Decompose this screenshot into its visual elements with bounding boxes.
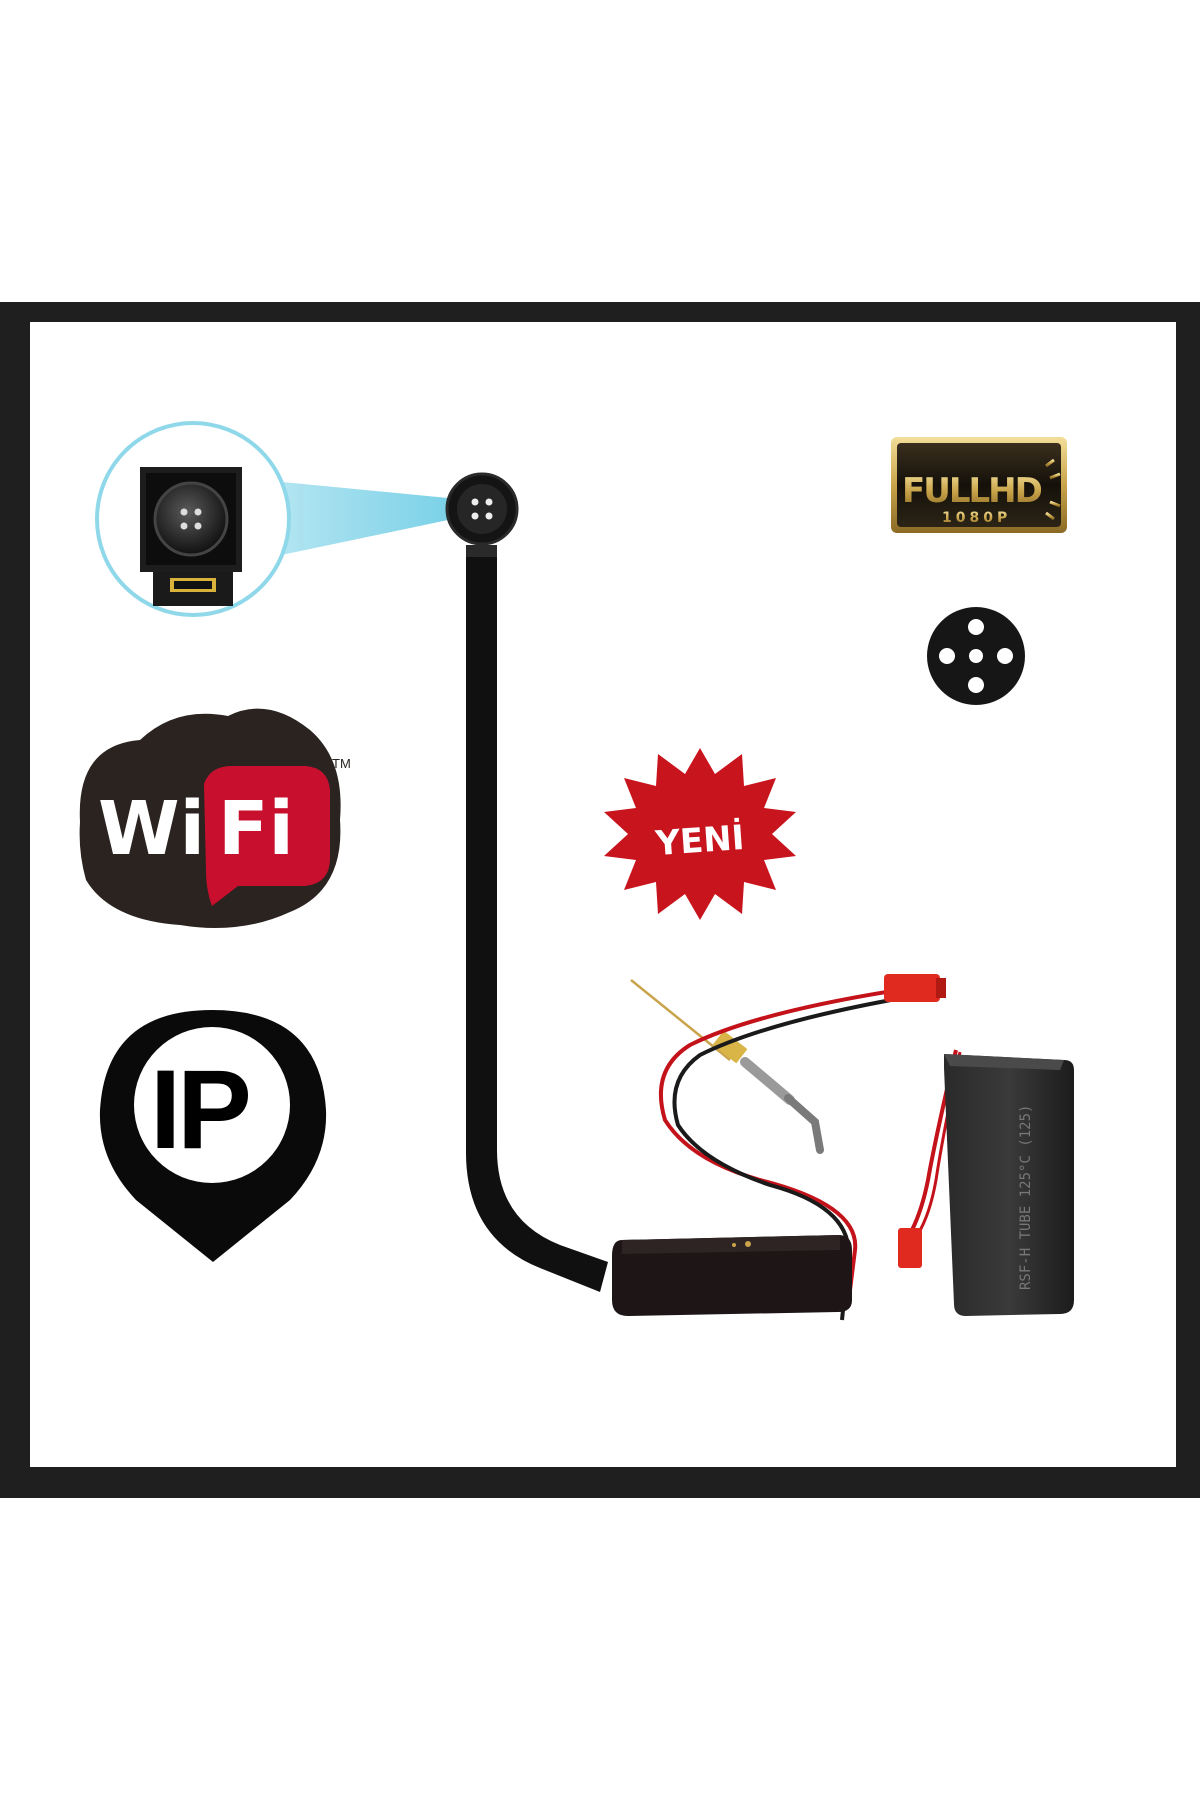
trademark-text: TM	[332, 756, 351, 771]
wifi-wi-text: Wi	[98, 786, 205, 872]
full-hd-badge: FULLHD 1080P	[891, 437, 1067, 533]
ip-text: IP	[150, 1047, 248, 1172]
lens-cover-icon	[927, 607, 1025, 705]
camera-module-zoom-icon	[95, 421, 291, 617]
wifi-fi-text: Fi	[218, 786, 294, 872]
ribbon-cable	[465, 545, 608, 1292]
battery: RSF-H TUBE 125°C (125)	[944, 1054, 1074, 1316]
wifi-logo: Wi Fi TM	[79, 708, 351, 929]
control-board	[612, 1235, 852, 1316]
full-hd-text: FULLHD	[902, 471, 1042, 511]
new-label-text: YENİ	[653, 817, 746, 864]
rays-icon	[1045, 458, 1062, 521]
battery-label: RSF-H TUBE 125°C (125)	[1018, 1105, 1034, 1290]
antenna-wire	[630, 979, 824, 1154]
camera-lens-icon	[445, 472, 519, 546]
ip-location-pin-icon: IP	[99, 1010, 327, 1262]
resolution-text: 1080P	[942, 510, 1011, 526]
new-starburst-badge: YENİ	[604, 748, 796, 920]
